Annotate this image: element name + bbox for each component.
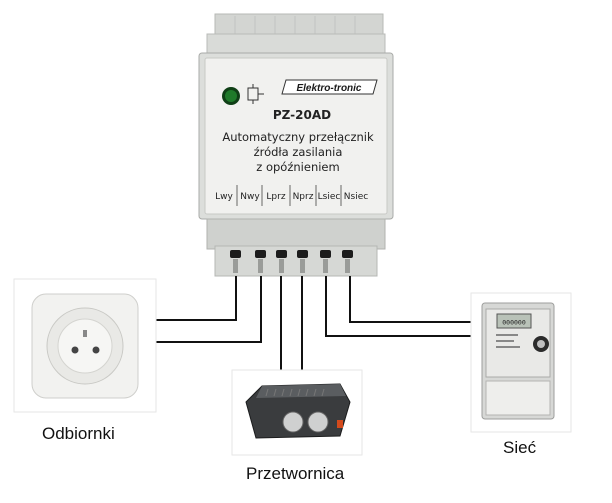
device-top-cap: [214, 13, 384, 37]
terminal-label-lsiec: Lsiec: [318, 192, 341, 202]
brand-logo: Elektro-tronic: [281, 79, 378, 95]
terminal-label-nwy: Nwy: [240, 192, 260, 202]
terminal-label-lwy: Lwy: [215, 192, 233, 202]
inverter-socket-1-icon: [282, 411, 304, 433]
meter-label: Sieć: [503, 438, 537, 457]
outlet-socket: [13, 278, 157, 413]
energy-meter: 000000: [470, 292, 572, 433]
wire-nwy: [140, 276, 262, 343]
relay-coil-icon: [247, 84, 264, 104]
description-line-3: z opóźnieniem: [256, 160, 339, 174]
outlet-pin-hole-right: [92, 346, 100, 354]
brand-name: Elektro-tronic: [296, 83, 361, 94]
description-line-2: źródła zasilania: [254, 145, 343, 159]
switch-device: Elektro-tronic PZ-20AD Automatyczny prze…: [198, 13, 394, 277]
terminal-labels: Lwy Nwy Lprz Nprz Lsiec Nsiec: [215, 185, 368, 206]
led-lens: [225, 90, 237, 102]
model-number: PZ-20AD: [273, 108, 331, 122]
outlet-socket-face: [57, 318, 113, 374]
wire-nsiec: [349, 276, 480, 323]
terminal-label-nsiec: Nsiec: [344, 192, 368, 202]
wire-lwy: [140, 276, 237, 321]
inverter-switch-icon: [337, 420, 343, 428]
inverter-top-face: [256, 384, 346, 398]
device-front-label: [204, 57, 388, 215]
wire-lsiec: [325, 276, 480, 337]
outlet-label: Odbiornki: [42, 424, 115, 443]
wires: [140, 276, 480, 384]
device-lower-body: [206, 218, 386, 250]
inverter-socket-2-icon: [307, 411, 329, 433]
meter-terminal-cover: [485, 380, 551, 416]
inverter-label: Przetwornica: [246, 464, 345, 483]
inverter: [231, 369, 363, 456]
outlet-pin-hole-left: [71, 346, 79, 354]
terminal-label-nprz: Nprz: [293, 192, 314, 202]
meter-display: [496, 313, 532, 329]
meter-display-reading: 000000: [502, 319, 526, 327]
terminal-screws: [230, 250, 353, 258]
description-line-1: Automatyczny przełącznik: [222, 130, 374, 144]
outlet-ground-pin: [83, 330, 87, 337]
terminal-label-lprz: Lprz: [266, 192, 285, 202]
